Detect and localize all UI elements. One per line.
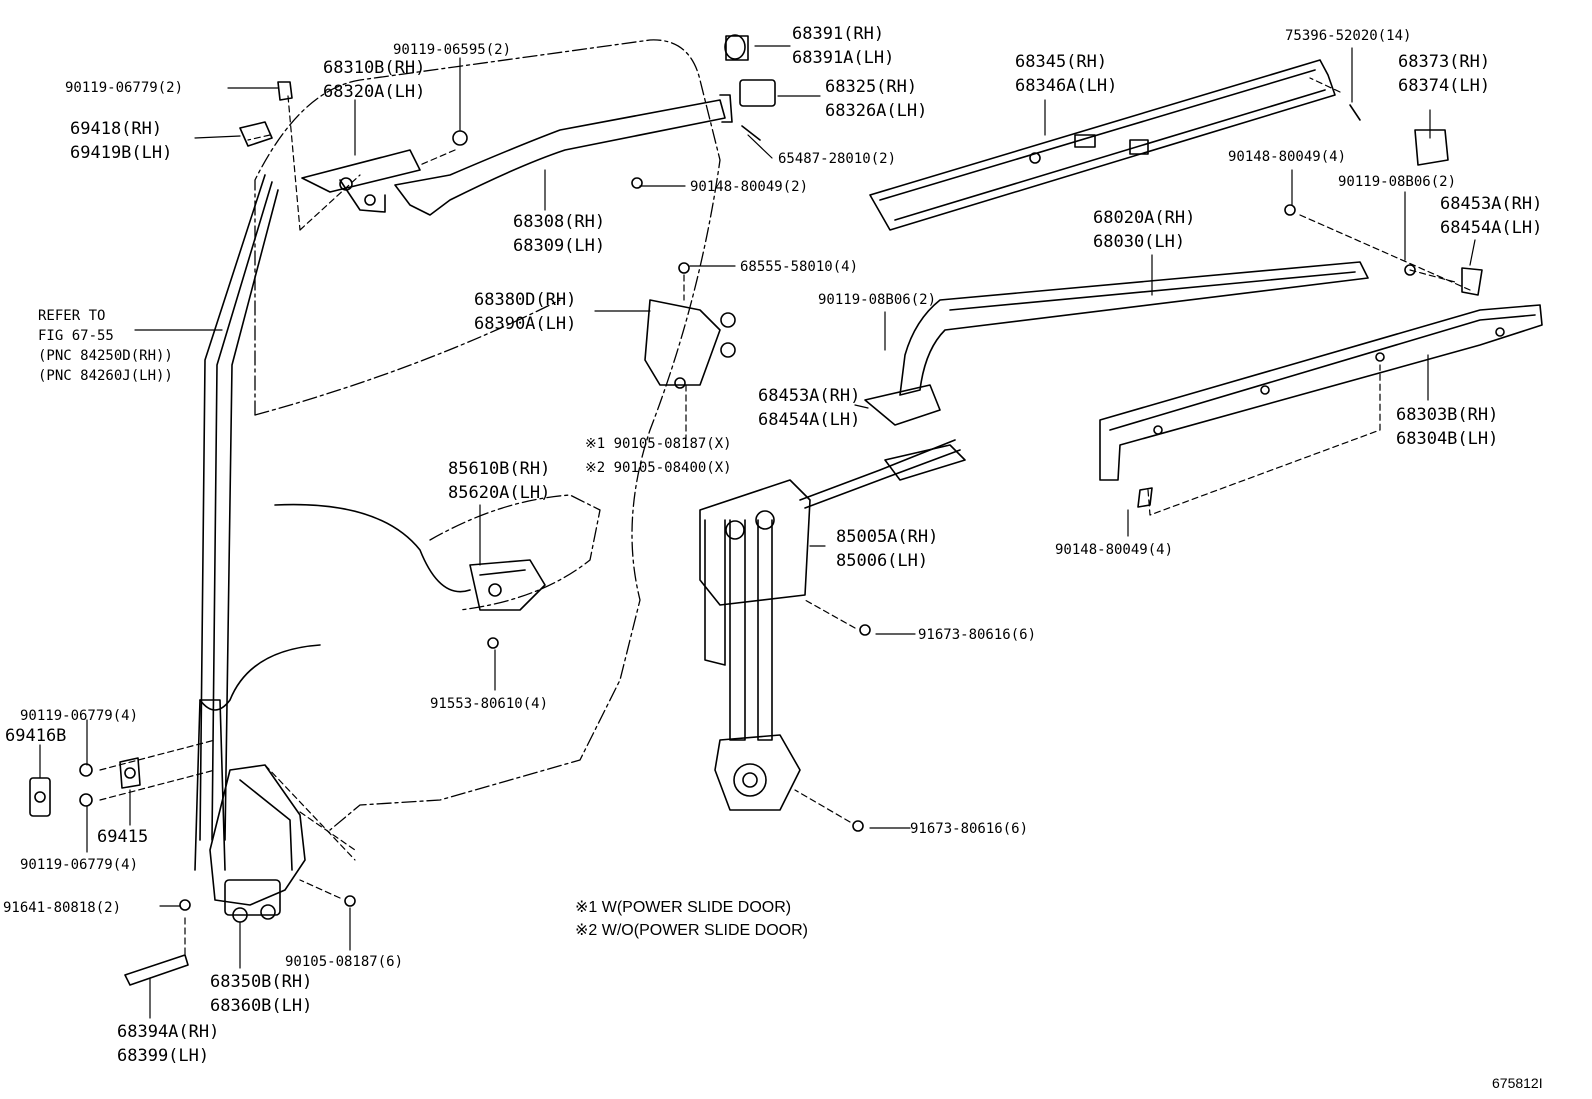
label-68373-lh: 68374(LH): [1398, 76, 1491, 96]
label-68391-lh: 68391A(LH): [792, 48, 895, 68]
roof-rail-art: [869, 59, 1449, 231]
label-68453-mid-rh: 68453A(RH): [758, 386, 861, 406]
label-68345-rh: 68345(RH): [1015, 52, 1108, 72]
label-69418-rh: 69418(RH): [70, 119, 163, 139]
label-68020-lh: 68030(LH): [1093, 232, 1186, 252]
label-68303-rh: 68303B(RH): [1396, 405, 1499, 425]
label-68373-rh: 68373(RH): [1398, 52, 1491, 72]
upper-roller-art: [301, 34, 776, 216]
label-75396: 75396-52020(14): [1285, 28, 1412, 44]
label-91553: 91553-80610(4): [430, 696, 549, 712]
label-65487: 65487-28010(2): [778, 151, 897, 167]
label-90105-x-2: ※2 90105-08400(X): [585, 460, 732, 476]
label-refer-to-fig: REFER TO FIG 67-55 (PNC 84250D(RH)) (PNC…: [38, 306, 173, 386]
label-68345: 68345(RH) 68346A(LH): [1015, 50, 1117, 98]
label-68453-right-rh: 68453A(RH): [1440, 194, 1543, 214]
label-68310: 68310B(RH) 68320A(LH): [323, 56, 425, 104]
lower-hinge-art: [124, 764, 356, 986]
label-85610-rh: 85610B(RH): [448, 459, 551, 479]
fasteners-left-art: [29, 757, 141, 817]
label-69418-lh: 69419B(LH): [70, 143, 173, 163]
label-68453-right-lh: 68454A(LH): [1440, 218, 1543, 238]
leader-lines: [39, 45, 1476, 1019]
label-90119-06779-c: 90119-06779(4): [20, 857, 139, 873]
label-68394: 68394A(RH) 68399(LH): [117, 1020, 219, 1068]
label-68303: 68303B(RH) 68304B(LH): [1396, 403, 1498, 451]
cable-art: [199, 439, 966, 711]
label-68391: 68391(RH) 68391A(LH): [792, 22, 894, 70]
label-68020-rh: 68020A(RH): [1093, 208, 1196, 228]
label-68325: 68325(RH) 68326A(LH): [825, 75, 927, 123]
label-68325-rh: 68325(RH): [825, 77, 918, 97]
label-68020: 68020A(RH) 68030(LH): [1093, 206, 1195, 254]
label-68453-mid-lh: 68454A(LH): [758, 410, 861, 430]
label-85610: 85610B(RH) 85620A(LH): [448, 457, 550, 505]
fastener-art-top: [239, 81, 761, 189]
label-69418: 69418(RH) 69419B(LH): [70, 117, 172, 165]
label-68394-lh: 68399(LH): [117, 1046, 210, 1066]
label-68555: 68555-58010(4): [740, 259, 859, 275]
label-68350: 68350B(RH) 68360B(LH): [210, 970, 312, 1018]
label-68345-lh: 68346A(LH): [1015, 76, 1118, 96]
footnote-2: ※2 W/O(POWER SLIDE DOOR): [575, 922, 808, 939]
refer-line-2: FIG 67-55: [38, 328, 114, 344]
label-85005: 85005A(RH) 85006(LH): [836, 525, 938, 573]
hinge-bracket-art: [644, 262, 736, 389]
label-68350-rh: 68350B(RH): [210, 972, 313, 992]
label-68453-right: 68453A(RH) 68454A(LH): [1440, 192, 1542, 240]
refer-line-4: (PNC 84260J(LH)): [38, 368, 173, 384]
label-68350-lh: 68360B(LH): [210, 996, 313, 1016]
label-68303-lh: 68304B(LH): [1396, 429, 1499, 449]
dashed-guides: [99, 77, 1471, 956]
label-69415: 69415: [97, 827, 149, 847]
regulator-art: [699, 479, 871, 832]
label-68453-mid: 68453A(RH) 68454A(LH): [758, 384, 860, 432]
label-68391-rh: 68391(RH): [792, 24, 885, 44]
refer-line-3: (PNC 84250D(RH)): [38, 348, 173, 364]
figure-id: 675812I: [1492, 1075, 1543, 1091]
label-91673-a: 91673-80616(6): [918, 627, 1037, 643]
label-68310-lh: 68320A(LH): [323, 82, 426, 102]
label-91673-b: 91673-80616(6): [910, 821, 1029, 837]
label-68308-rh: 68308(RH): [513, 212, 606, 232]
label-85005-rh: 85005A(RH): [836, 527, 939, 547]
label-90105-6: 90105-08187(6): [285, 954, 404, 970]
label-68308: 68308(RH) 68309(LH): [513, 210, 605, 258]
closer-motor-art: [469, 559, 546, 649]
label-90119-06779-b: 90119-06779(4): [20, 708, 139, 724]
label-68380-rh: 68380D(RH): [474, 290, 577, 310]
label-68308-lh: 68309(LH): [513, 236, 606, 256]
label-90105-x-1: ※1 90105-08187(X): [585, 436, 732, 452]
label-90148-b: 90148-80049(4): [1228, 149, 1347, 165]
label-90148-a: 90148-80049(2): [690, 179, 809, 195]
label-90119-06779-top: 90119-06779(2): [65, 80, 184, 96]
label-68373: 68373(RH) 68374(LH): [1398, 50, 1490, 98]
label-85610-lh: 85620A(LH): [448, 483, 551, 503]
door-frame: [194, 174, 279, 871]
label-69416b: 69416B: [5, 726, 67, 746]
label-68394-rh: 68394A(RH): [117, 1022, 220, 1042]
label-91641: 91641-80818(2): [3, 900, 122, 916]
refer-line-1: REFER TO: [38, 308, 106, 324]
label-85005-lh: 85006(LH): [836, 551, 929, 571]
label-68310-rh: 68310B(RH): [323, 58, 426, 78]
door-outline: [254, 39, 721, 831]
label-90105-x: ※1 90105-08187(X) ※2 90105-08400(X): [585, 432, 732, 480]
label-68325-lh: 68326A(LH): [825, 101, 928, 121]
footnote-1: ※1 W(POWER SLIDE DOOR): [575, 899, 792, 916]
label-68380-lh: 68390A(LH): [474, 314, 577, 334]
label-90119-08b06-mid: 90119-08B06(2): [818, 292, 937, 308]
label-68380: 68380D(RH) 68390A(LH): [474, 288, 576, 336]
label-90148-c: 90148-80049(4): [1055, 542, 1174, 558]
lower-rail-art: [1099, 304, 1543, 508]
label-90119-06595: 90119-06595(2): [393, 42, 512, 58]
label-90119-08b06-right: 90119-08B06(2): [1338, 174, 1457, 190]
